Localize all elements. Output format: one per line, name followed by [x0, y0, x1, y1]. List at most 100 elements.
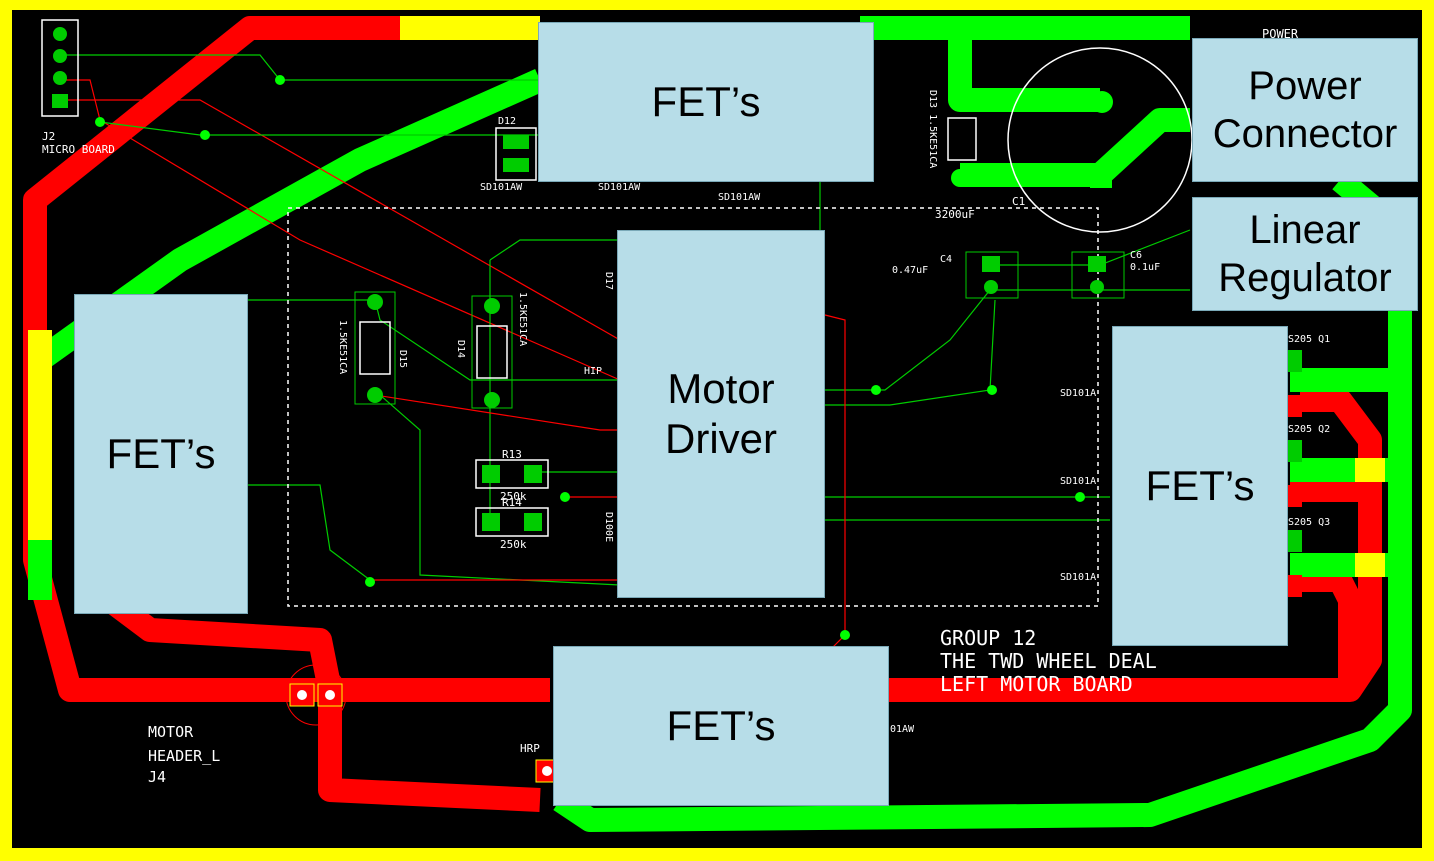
motor-header-label: MOTOR — [148, 723, 194, 741]
d100e-label: D100E — [603, 512, 614, 542]
c6-pad — [1090, 280, 1104, 294]
j4-hole — [297, 690, 307, 700]
j2-header-outline — [41, 19, 79, 117]
d15-pad — [367, 387, 383, 403]
fet-left-callout-text: FET’s — [106, 429, 216, 477]
r14-outline — [475, 507, 549, 537]
c1-value-label: 3200uF — [935, 208, 975, 221]
power-trace-right-fets2 — [1290, 568, 1362, 690]
sd-right3-label: SD101A — [1060, 572, 1096, 583]
right-fet-pads — [1288, 350, 1302, 597]
hrp-label: HRP — [520, 742, 540, 755]
c4-outline — [965, 251, 1019, 299]
sd-mid1-label: SD101AW — [598, 182, 641, 193]
fet-pad — [1288, 395, 1302, 417]
motor-header-ref-label: J4 — [148, 768, 166, 786]
fet-pad — [1288, 530, 1302, 552]
j4-outline — [285, 664, 347, 726]
c4-pad — [982, 256, 1000, 272]
vias — [95, 75, 1085, 640]
via — [560, 492, 570, 502]
fet-pad — [1288, 350, 1302, 372]
power-connector-line2: Connector — [1212, 112, 1398, 156]
j2-pin-square — [52, 94, 68, 108]
motor-driver-callout: Motor Driver — [617, 230, 825, 598]
board-name-label: THE TWD WHEEL DEAL — [940, 649, 1157, 673]
d15-part-label: 1.5KE51CA — [337, 320, 348, 374]
d14-pad — [484, 298, 500, 314]
j2-pin — [53, 49, 67, 63]
fet-bottom-callout-text: FET’s — [666, 701, 776, 749]
d15-outline — [354, 291, 396, 405]
r14-value-label: 250k — [500, 538, 527, 551]
ground-trace-connector-b — [960, 108, 1190, 187]
via — [365, 577, 375, 587]
power-trace-bottom — [880, 388, 1382, 702]
signal-trace — [825, 299, 996, 406]
c6-value-label: 0.1uF — [1130, 262, 1160, 273]
j4-hole — [325, 690, 335, 700]
hrp-hole — [542, 766, 552, 776]
motor-driver-line1: Motor — [667, 364, 775, 412]
signal-trace — [374, 394, 620, 431]
d13-body — [947, 117, 977, 161]
d13-pad — [951, 169, 969, 187]
r13-value-label: 250k — [500, 490, 527, 503]
q3-label: S205 Q3 — [1288, 517, 1330, 528]
d15-body — [359, 321, 391, 375]
via — [840, 630, 850, 640]
d13-pad — [951, 88, 969, 106]
power-connector-line1: Power — [1248, 64, 1362, 108]
c1-pad — [1090, 168, 1112, 188]
linear-regulator-line1: Linear — [1249, 208, 1361, 252]
c6-pad — [1088, 256, 1106, 272]
sd-mid2-label: SD101AW — [718, 192, 761, 203]
power-trace-motor-loop — [102, 590, 541, 812]
fet-pad — [1288, 575, 1302, 597]
fet-top-callout-text: FET’s — [651, 77, 761, 125]
overlap-traces — [28, 16, 1385, 577]
sd-right1-label: SD101A — [1060, 388, 1096, 399]
fet-pad — [1288, 485, 1302, 507]
via — [987, 385, 997, 395]
q1-label: S205 Q1 — [1288, 334, 1330, 345]
fet-left-callout: FET’s — [74, 294, 248, 614]
d15-label: D15 — [397, 350, 408, 368]
bottom-sd-label: 01AW — [890, 724, 915, 735]
j2-pin — [53, 27, 67, 41]
d14-part-label: 1.5KE51CA — [517, 292, 528, 346]
d12-pad — [503, 158, 529, 172]
c1-label: C1 — [1012, 195, 1025, 208]
d12-outline — [495, 127, 537, 181]
d14-pad — [484, 392, 500, 408]
c4-pad — [984, 280, 998, 294]
signal-trace — [825, 289, 1100, 391]
dashed-motor-area — [287, 207, 1099, 607]
r14-pad — [482, 513, 500, 531]
via — [1075, 492, 1085, 502]
via — [275, 75, 285, 85]
linear-regulator-callout: Linear Regulator — [1192, 197, 1418, 311]
hip-label: HIP — [584, 366, 602, 377]
d12-pad — [503, 135, 529, 149]
fet-pad — [1288, 440, 1302, 462]
linear-regulator-line2: Regulator — [1218, 256, 1392, 300]
d14-body — [476, 325, 508, 379]
d14-label: D14 — [455, 340, 466, 358]
c4-value-label: 0.47uF — [892, 265, 928, 276]
fet-bottom-callout: FET’s — [553, 646, 889, 806]
r14-label: R14 — [502, 496, 522, 509]
r13-outline — [475, 459, 549, 489]
d12-part-label: SD101AW — [480, 182, 523, 193]
r13-pad — [524, 465, 542, 483]
signal-trace — [489, 239, 620, 261]
j2-name-label: MICRO BOARD — [42, 143, 115, 156]
via — [871, 385, 881, 395]
via — [200, 130, 210, 140]
fet-right-callout-text: FET’s — [1145, 461, 1255, 509]
j2-pin — [53, 71, 67, 85]
board-desc-label: LEFT MOTOR BOARD — [940, 672, 1133, 696]
signal-trace — [60, 99, 621, 341]
d12-label: D12 — [498, 116, 516, 127]
signal-trace — [245, 299, 620, 381]
